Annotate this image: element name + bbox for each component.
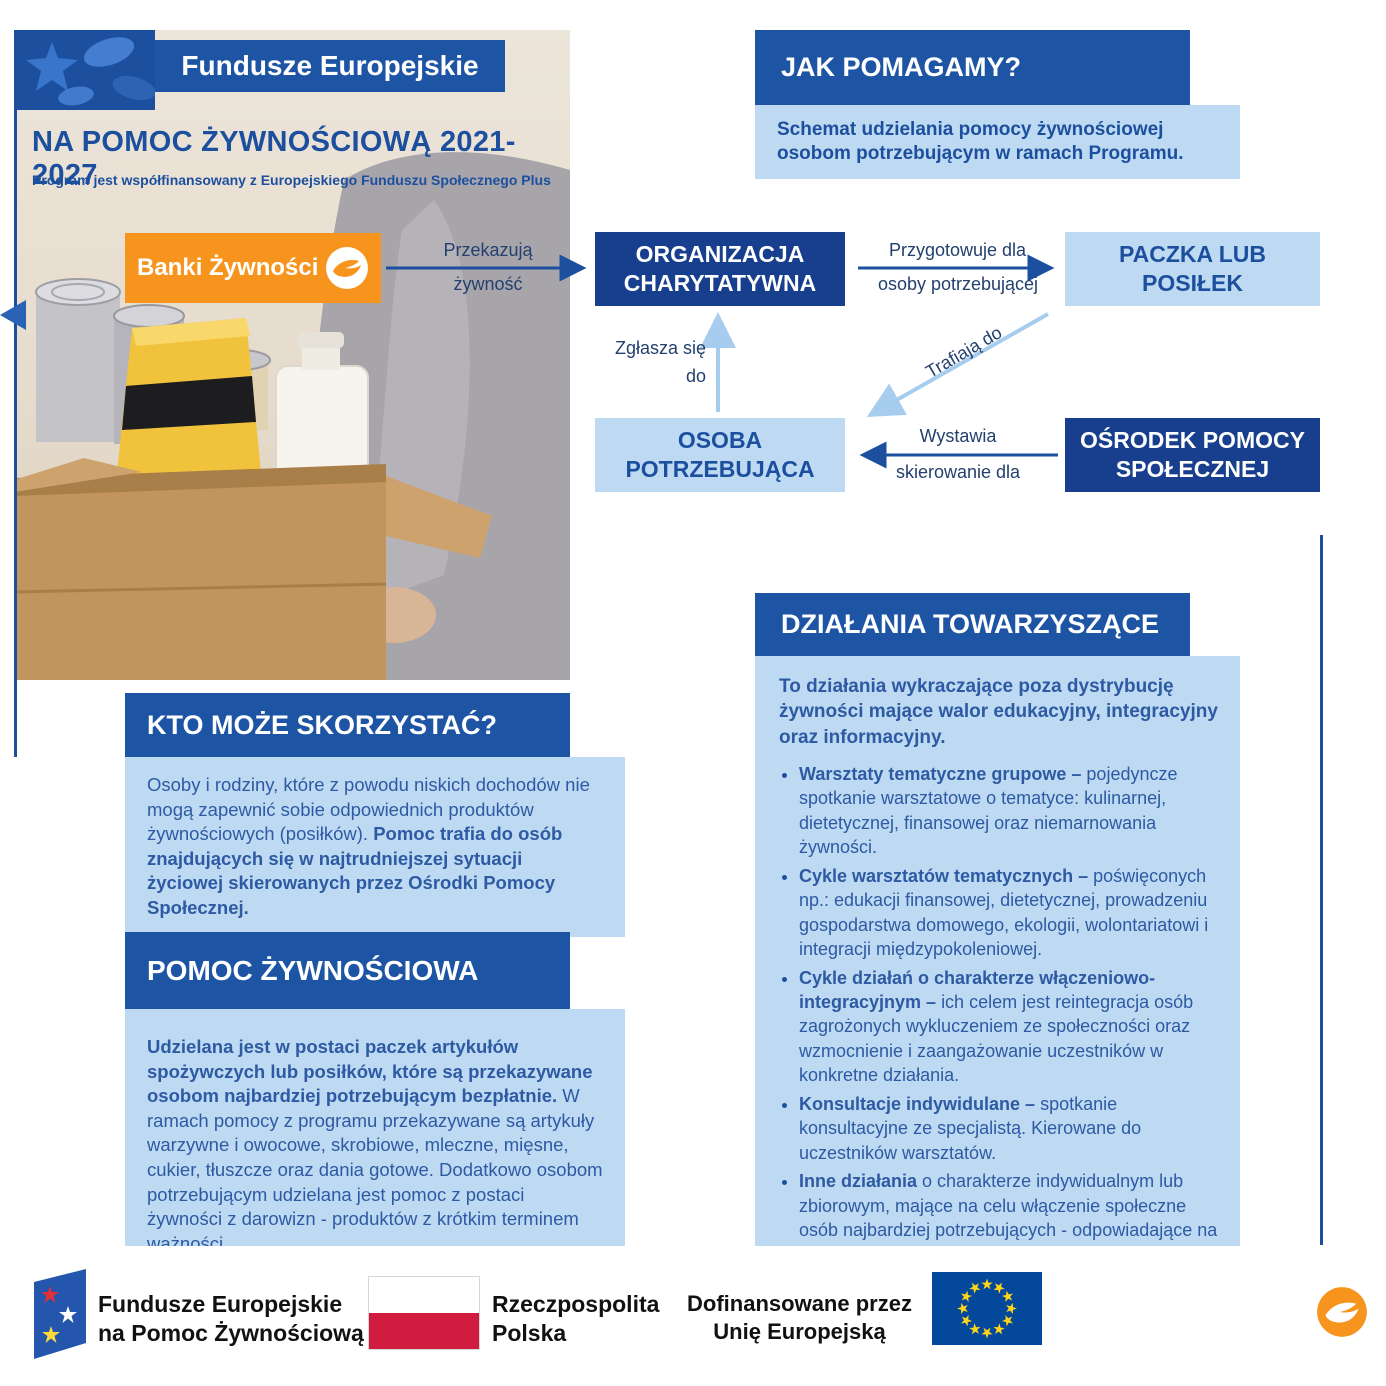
food-aid-text-bold: Udzielana jest w postaci paczek artykułó… xyxy=(147,1036,593,1107)
list-item: Konsultacje indywidulane – spotkanie kon… xyxy=(799,1092,1218,1165)
program-subtitle: Program jest współfinansowany z Europejs… xyxy=(32,172,551,188)
program-bar-label: Fundusze Europejskie xyxy=(181,50,479,81)
node-package-or-meal: PACZKA LUB POSIŁEK xyxy=(1065,232,1320,306)
arrow-label-referral-1: Wystawia xyxy=(919,426,997,446)
list-item: Cykle działań o charakterze włączeniowo-… xyxy=(799,966,1218,1088)
footer: Fundusze Europejskie na Pomoc Żywnościow… xyxy=(0,1246,1386,1386)
food-banks-logo xyxy=(1317,1287,1367,1337)
food-aid-text: W ramach pomocy z programu przekazywane … xyxy=(147,1085,603,1254)
eu-stars-decoration xyxy=(14,30,155,110)
who-can-benefit-header: KTO MOŻE SKORZYSTAĆ? xyxy=(125,693,570,757)
accompanying-panel: To działania wykraczające poza dystrybuc… xyxy=(755,656,1240,1265)
arrow-label-referral-2: skierowanie dla xyxy=(895,462,1021,482)
arrow-label-prepares-2: osoby potrzebującej xyxy=(877,274,1039,294)
eu-cofunding-label: Dofinansowane przez Unię Europejską xyxy=(687,1291,912,1345)
arrow-label-donate-1: Przekazują xyxy=(443,240,533,260)
poland-flag xyxy=(368,1276,480,1350)
right-accent-rule xyxy=(1320,535,1323,1245)
node-person-in-need: OSOBA POTRZEBUJĄCA xyxy=(595,418,845,492)
arrow-label-prepares-1: Przygotowuje dla xyxy=(888,240,1027,260)
eu-funds-label: Fundusze Europejskie na Pomoc Żywnościow… xyxy=(98,1291,364,1347)
poland-label: Rzeczpospolita Polska xyxy=(492,1291,660,1347)
node-welfare-center: OŚRODEK POMOCY SPOŁECZNEJ xyxy=(1065,418,1320,492)
who-can-benefit-text-bold: Pomoc trafia do osób znajdujących się w … xyxy=(147,823,563,918)
arrow-label-goes-to: Trafiają do xyxy=(922,322,1006,382)
food-banks-label: Banki Żywności xyxy=(137,254,319,281)
food-donation-photo xyxy=(14,30,570,680)
how-we-help-description: Schemat udzielania pomocy żywnościowej o… xyxy=(755,105,1240,179)
program-bar: Fundusze Europejskie xyxy=(155,40,505,92)
eu-flag xyxy=(932,1272,1042,1345)
arrow-label-donate-2: żywność xyxy=(453,274,523,294)
accompanying-intro: To działania wykraczające poza dystrybuc… xyxy=(779,676,1218,748)
bird-icon xyxy=(326,247,368,289)
how-we-help-header: JAK POMAGAMY? xyxy=(755,30,1190,105)
program-title: NA POMOC ŻYWNOŚCIOWĄ 2021-2027 xyxy=(32,126,516,191)
who-can-benefit-text: Osoby i rodziny, które z powodu niskich … xyxy=(147,774,590,845)
who-can-benefit-panel: Osoby i rodziny, które z powodu niskich … xyxy=(125,757,625,937)
accompanying-header: DZIAŁANIA TOWARZYSZĄCE xyxy=(755,593,1190,656)
list-item: Cykle warsztatów tematycznych – poświęco… xyxy=(799,864,1218,962)
list-item: Warsztaty tematyczne grupowe – pojedyncz… xyxy=(799,762,1218,860)
ribbon-fold-decoration xyxy=(0,300,26,330)
arrow-label-applies-2: do xyxy=(685,366,706,386)
accompanying-list: Warsztaty tematyczne grupowe – pojedyncz… xyxy=(779,762,1218,1267)
left-accent-rule xyxy=(14,30,17,757)
node-charity-organization: ORGANIZACJA CHARYTATYWNA xyxy=(595,232,845,306)
arrow-label-applies-1: Zgłasza się xyxy=(614,338,706,358)
food-aid-header: POMOC ŻYWNOŚCIOWA xyxy=(125,932,570,1009)
food-aid-panel: Udzielana jest w postaci paczek artykułó… xyxy=(125,1009,625,1275)
eu-funds-logo xyxy=(34,1269,86,1359)
food-banks-badge: Banki Żywności xyxy=(125,233,381,303)
